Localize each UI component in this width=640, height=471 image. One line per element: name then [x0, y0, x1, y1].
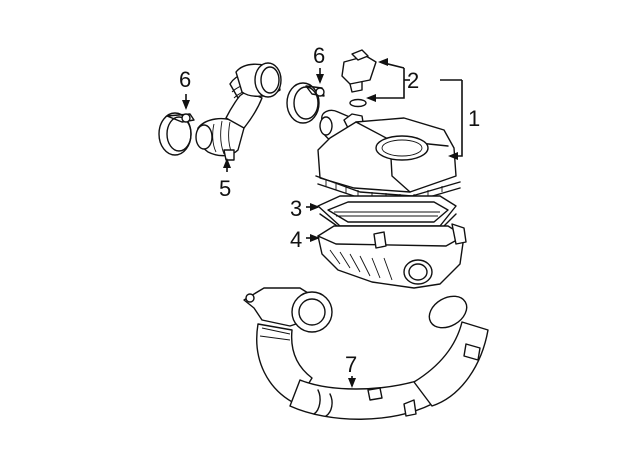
callout-2: 2	[407, 68, 419, 93]
hose-clamp-right	[286, 82, 325, 124]
air-cleaner-case	[317, 223, 467, 289]
callout-3: 3	[290, 196, 302, 221]
callout-4: 4	[290, 227, 302, 252]
callout-7: 7	[345, 352, 357, 377]
callout-5: 5	[219, 176, 231, 201]
hose-clamp-left	[158, 112, 195, 156]
callout-1: 1	[468, 106, 480, 131]
intake-hose	[195, 62, 282, 161]
inlet-duct	[243, 287, 489, 420]
filter-element	[317, 195, 457, 229]
air-cleaner-cap	[315, 109, 461, 203]
air-flow-sensor	[341, 49, 377, 108]
callout-6-right: 6	[313, 43, 325, 68]
callout-6-left: 6	[179, 67, 191, 92]
